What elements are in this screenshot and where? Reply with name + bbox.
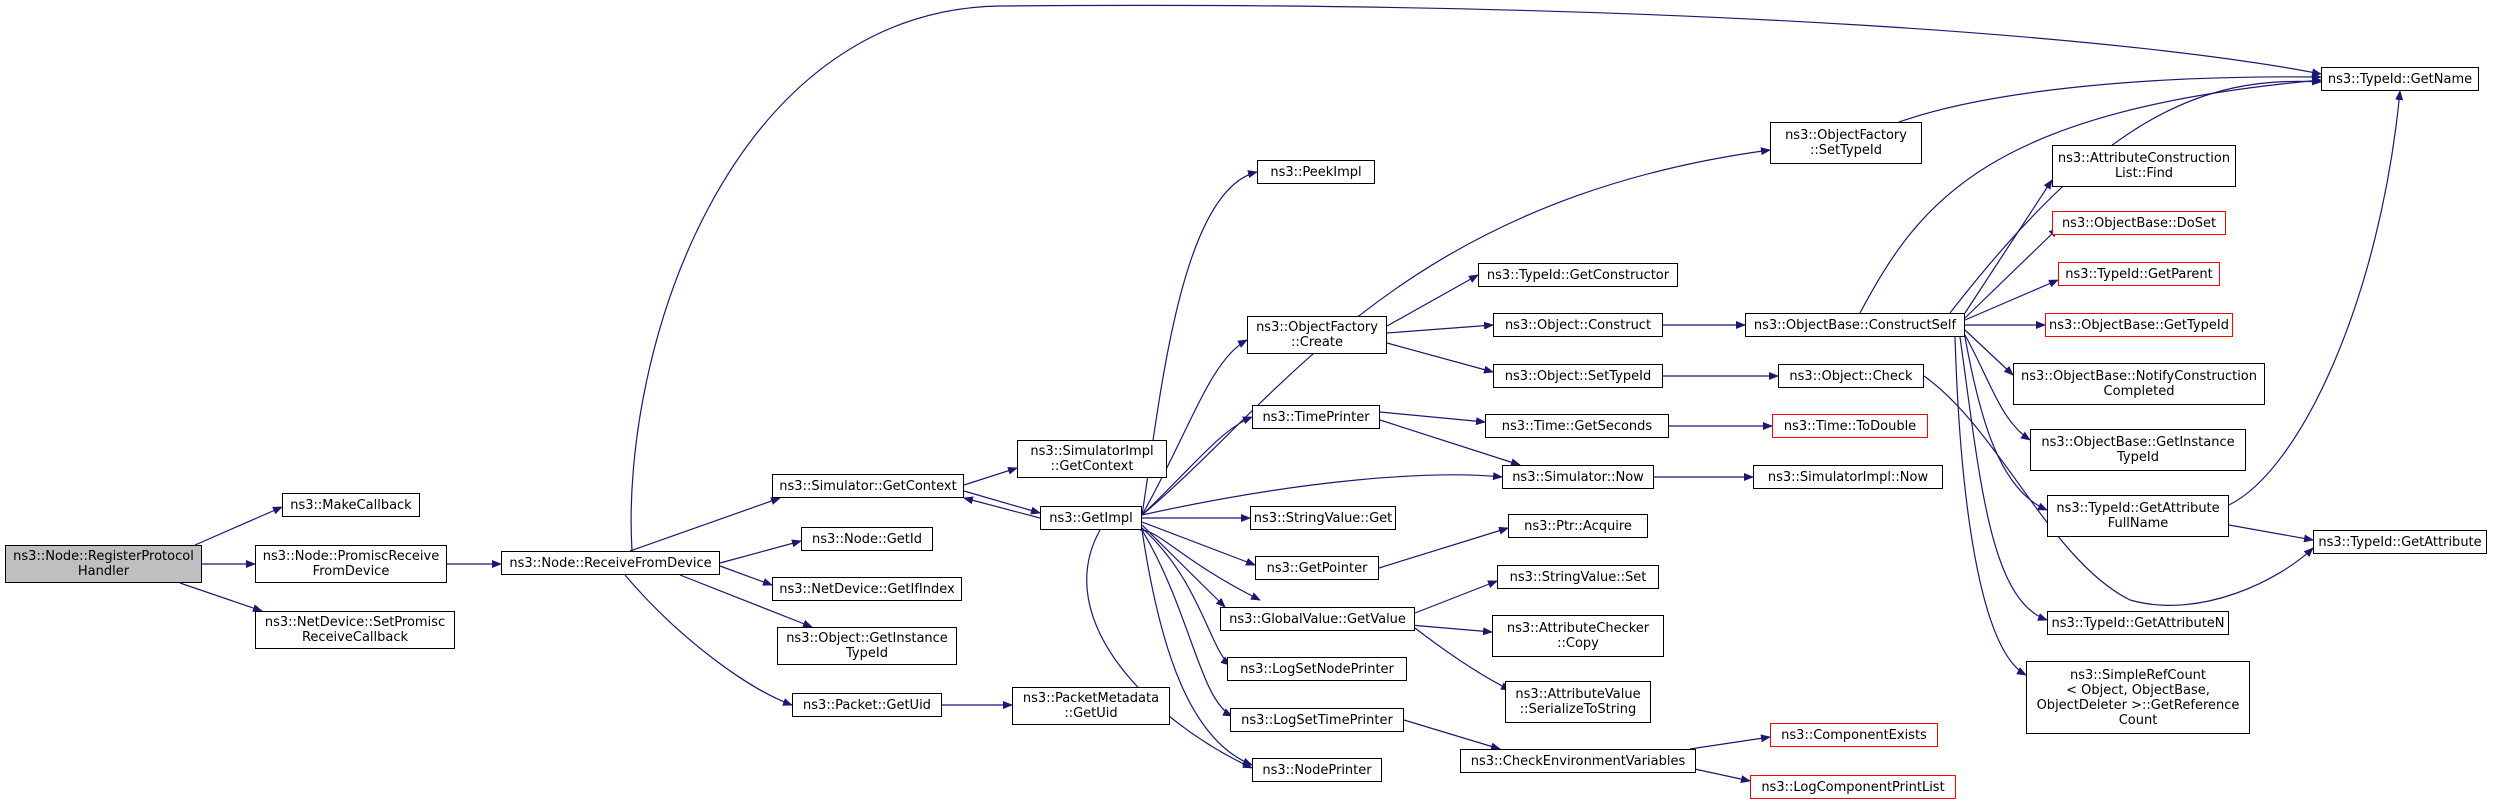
call-edge xyxy=(719,539,802,564)
call-edge xyxy=(963,466,1018,486)
node-global-value-get-value[interactable]: ns3::GlobalValue::GetValue xyxy=(1220,607,1415,631)
node-time-get-seconds[interactable]: ns3::Time::GetSeconds xyxy=(1485,414,1669,438)
node-type-id-get-attribute-n[interactable]: ns3::TypeId::GetAttributeN xyxy=(2047,611,2229,635)
call-edge xyxy=(963,490,1041,515)
node-time-printer[interactable]: ns3::TimePrinter xyxy=(1252,405,1380,429)
call-edge xyxy=(1964,227,2059,319)
call-edge xyxy=(679,574,813,628)
call-edge xyxy=(1964,279,2059,321)
call-edge xyxy=(1689,767,1751,784)
node-object-base-do-set[interactable]: ns3::ObjectBase::DoSet xyxy=(2052,211,2226,235)
node-get-impl[interactable]: ns3::GetImpl xyxy=(1040,506,1142,530)
call-edges xyxy=(179,4,2404,784)
call-edge xyxy=(194,506,283,546)
call-edge xyxy=(1141,472,1503,516)
node-get-pointer[interactable]: ns3::GetPointer xyxy=(1255,556,1379,580)
node-string-value-set[interactable]: ns3::StringValue::Set xyxy=(1497,565,1659,589)
call-edge xyxy=(1898,72,2322,123)
call-edge xyxy=(1949,77,2322,314)
node-simulator-impl-get-context[interactable]: ns3::SimulatorImpl ::GetContext xyxy=(1017,440,1167,478)
node-packet-get-uid[interactable]: ns3::Packet::GetUid xyxy=(792,693,942,717)
node-string-value-get[interactable]: ns3::StringValue::Get xyxy=(1250,506,1396,530)
call-edge xyxy=(1141,529,1253,766)
call-edge xyxy=(1141,524,1226,608)
node-attribute-construction-list-find[interactable]: ns3::AttributeConstruction List::Find xyxy=(2052,145,2236,187)
node-receive-from-device[interactable]: ns3::Node::ReceiveFromDevice xyxy=(501,551,720,575)
call-edge xyxy=(2228,90,2404,506)
node-node-get-id[interactable]: ns3::Node::GetId xyxy=(801,527,933,551)
call-edge xyxy=(179,582,263,612)
call-edge xyxy=(1379,411,1486,426)
node-component-exists[interactable]: ns3::ComponentExists xyxy=(1770,723,1938,747)
call-edge xyxy=(1141,147,1771,516)
call-edge xyxy=(624,574,793,706)
node-log-set-time-printer[interactable]: ns3::LogSetTimePrinter xyxy=(1230,708,1404,732)
call-edge xyxy=(1386,342,1494,374)
call-edge xyxy=(1964,329,2014,376)
call-edge xyxy=(1403,719,1501,751)
call-edge xyxy=(1409,624,1493,636)
node-object-base-notify-construction-completed[interactable]: ns3::ObjectBase::NotifyConstruction Comp… xyxy=(2013,363,2265,405)
node-object-base-get-instance-type-id[interactable]: ns3::ObjectBase::GetInstance TypeId xyxy=(2030,429,2246,471)
node-promisc-receive-from-device[interactable]: ns3::Node::PromiscReceive FromDevice xyxy=(255,545,447,583)
node-object-set-type-id[interactable]: ns3::Object::SetTypeId xyxy=(1493,364,1663,388)
node-log-component-print-list[interactable]: ns3::LogComponentPrintList xyxy=(1750,775,1956,799)
node-set-promisc-receive-callback[interactable]: ns3::NetDevice::SetPromisc ReceiveCallba… xyxy=(255,611,455,649)
node-net-device-get-if-index[interactable]: ns3::NetDevice::GetIfIndex xyxy=(772,577,962,601)
node-attribute-value-serialize-to-string[interactable]: ns3::AttributeValue ::SerializeToString xyxy=(1505,681,1651,723)
call-edge xyxy=(1141,416,1253,516)
node-ptr-acquire[interactable]: ns3::Ptr::Acquire xyxy=(1508,514,1648,538)
node-type-id-get-attribute-full-name[interactable]: ns3::TypeId::GetAttribute FullName xyxy=(2047,495,2229,537)
call-edge xyxy=(1386,274,1479,327)
call-edge xyxy=(1086,529,1253,769)
node-node-printer[interactable]: ns3::NodePrinter xyxy=(1252,758,1382,782)
call-edge xyxy=(1923,375,2314,606)
node-make-callback[interactable]: ns3::MakeCallback xyxy=(282,493,420,517)
call-edge xyxy=(1141,339,1248,516)
node-type-id-get-name[interactable]: ns3::TypeId::GetName xyxy=(2321,67,2479,91)
call-edge xyxy=(1141,529,1233,717)
node-register-protocol-handler: ns3::Node::RegisterProtocol Handler xyxy=(5,545,202,583)
node-object-get-instance-type-id[interactable]: ns3::Object::GetInstance TypeId xyxy=(777,627,957,665)
node-time-to-double[interactable]: ns3::Time::ToDouble xyxy=(1772,414,1928,438)
call-edge xyxy=(1859,76,2322,314)
node-simple-ref-count-get-reference-count[interactable]: ns3::SimpleRefCount < Object, ObjectBase… xyxy=(2026,661,2250,734)
node-attribute-checker-copy[interactable]: ns3::AttributeChecker ::Copy xyxy=(1492,615,1664,657)
call-edge xyxy=(719,565,773,586)
call-edge xyxy=(1954,336,2027,676)
call-edge xyxy=(1959,336,2048,621)
call-edge xyxy=(2228,524,2314,543)
call-edge xyxy=(1141,527,1231,666)
call-edge xyxy=(1378,526,1509,569)
call-edge xyxy=(1414,580,1498,614)
node-type-id-get-attribute[interactable]: ns3::TypeId::GetAttribute xyxy=(2313,530,2487,554)
node-simulator-impl-now[interactable]: ns3::SimulatorImpl::Now xyxy=(1753,465,1943,489)
call-edge xyxy=(1414,627,1511,691)
call-edge xyxy=(1141,521,1256,566)
node-peek-impl[interactable]: ns3::PeekImpl xyxy=(1257,160,1375,184)
node-simulator-now[interactable]: ns3::Simulator::Now xyxy=(1502,465,1654,489)
call-edge xyxy=(1379,419,1521,467)
node-log-set-node-printer[interactable]: ns3::LogSetNodePrinter xyxy=(1227,657,1407,681)
call-edge xyxy=(1139,529,1261,601)
node-object-factory-set-type-id[interactable]: ns3::ObjectFactory ::SetTypeId xyxy=(1770,122,1922,164)
call-edge xyxy=(1386,321,1494,334)
node-simulator-get-context[interactable]: ns3::Simulator::GetContext xyxy=(772,474,964,498)
node-check-environment-variables[interactable]: ns3::CheckEnvironmentVariables xyxy=(1460,749,1696,773)
call-edge xyxy=(963,496,1041,519)
node-type-id-get-constructor[interactable]: ns3::TypeId::GetConstructor xyxy=(1478,263,1678,287)
node-object-base-get-type-id[interactable]: ns3::ObjectBase::GetTypeId xyxy=(2045,313,2233,337)
call-edge xyxy=(1689,734,1771,750)
node-object-construct[interactable]: ns3::Object::Construct xyxy=(1493,313,1663,337)
node-object-check[interactable]: ns3::Object::Check xyxy=(1778,364,1924,388)
node-packet-metadata-get-uid[interactable]: ns3::PacketMetadata ::GetUid xyxy=(1012,687,1170,725)
call-edge xyxy=(1964,334,2031,441)
call-edge xyxy=(629,497,781,552)
node-type-id-get-parent[interactable]: ns3::TypeId::GetParent xyxy=(2058,262,2220,286)
node-object-base-construct-self[interactable]: ns3::ObjectBase::ConstructSelf xyxy=(1745,313,1965,337)
node-object-factory-create[interactable]: ns3::ObjectFactory ::Create xyxy=(1247,316,1387,354)
call-edge xyxy=(1964,179,2053,314)
call-edge xyxy=(630,4,2322,552)
